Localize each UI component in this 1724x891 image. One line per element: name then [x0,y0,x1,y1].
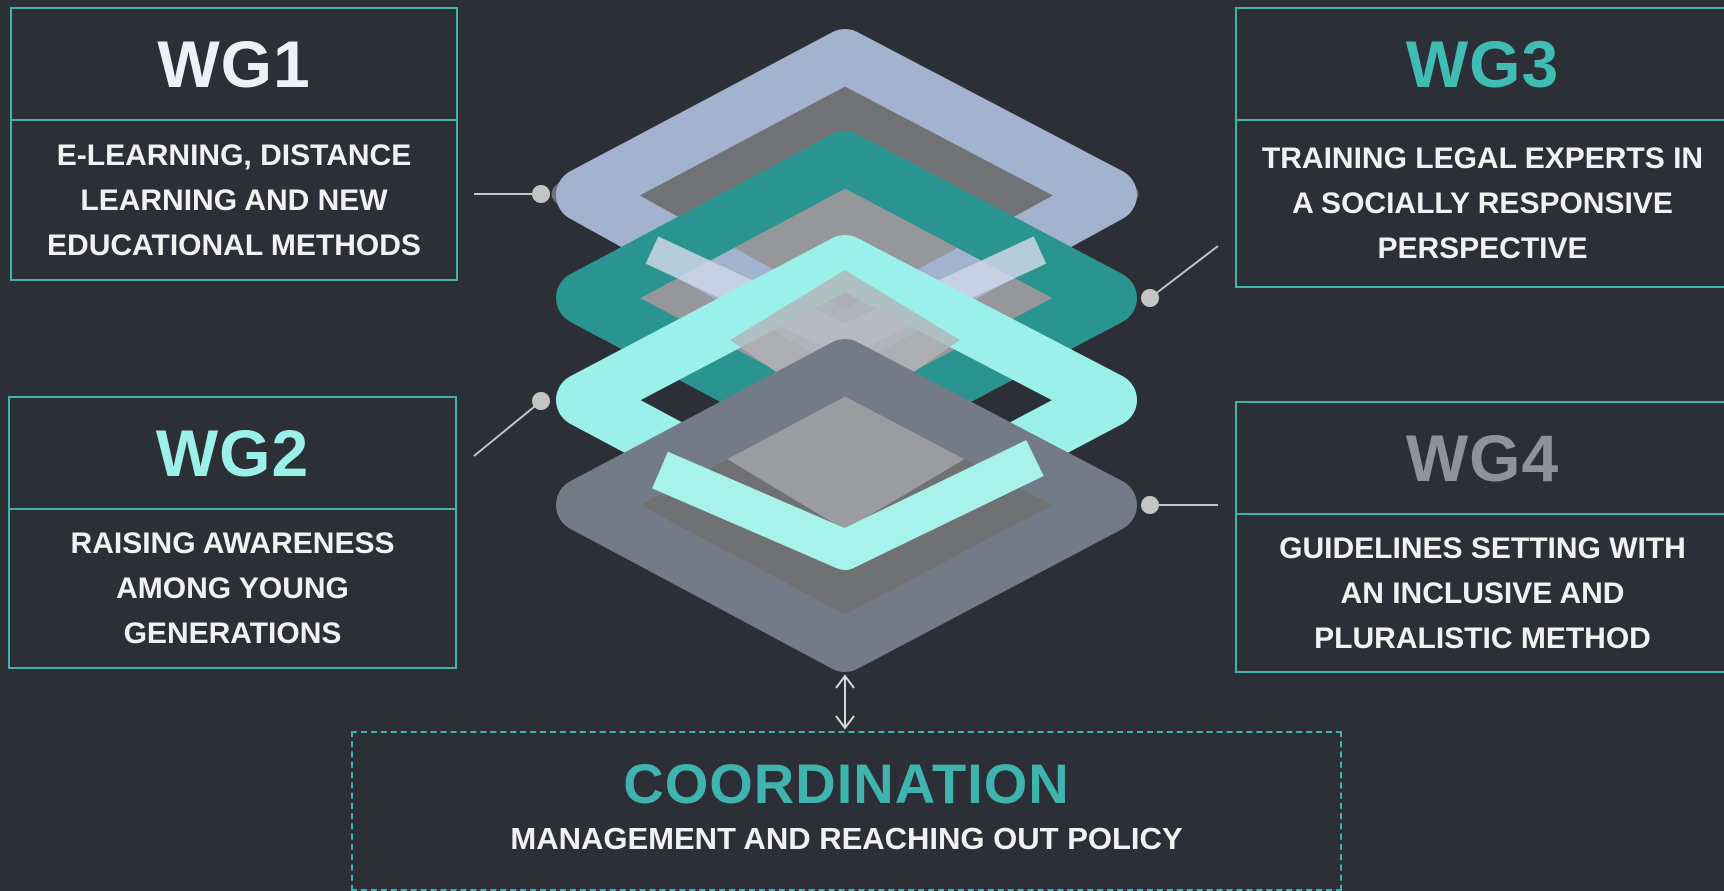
layer-wg2-overlap [652,439,1044,570]
wg3-title: WG3 [1235,7,1724,121]
wg2-description: RAISING AWARENESS AMONG YOUNG GENERATION… [8,510,457,669]
coordination-title: COORDINATION [623,752,1070,815]
wg2-title: WG2 [8,396,457,510]
inner-plane-4 [712,366,980,530]
wg2-box: WG2 RAISING AWARENESS AMONG YOUNG GENERA… [8,396,457,669]
coordination-subtitle: MANAGEMENT AND REACHING OUT POLICY [510,821,1183,856]
wg3-box: WG3 TRAINING LEGAL EXPERTS IN A SOCIALLY… [1235,7,1724,288]
wg1-title: WG1 [10,7,458,121]
wg1-box: WG1 E-LEARNING, DISTANCE LEARNING AND NE… [10,7,458,281]
double-arrow-icon [835,674,855,730]
connector-wg2 [473,392,550,457]
connector-wg3 [1141,245,1219,307]
connector-wg4 [1141,496,1218,514]
wg4-box: WG4 GUIDELINES SETTING WITH AN INCLUSIVE… [1235,401,1724,673]
wg4-title: WG4 [1235,401,1724,515]
connector-wg1 [474,185,550,203]
wg4-description: GUIDELINES SETTING WITH AN INCLUSIVE AND… [1235,515,1724,673]
wg3-description: TRAINING LEGAL EXPERTS IN A SOCIALLY RES… [1235,121,1724,288]
coordination-box: COORDINATION MANAGEMENT AND REACHING OUT… [351,731,1342,891]
wg1-description: E-LEARNING, DISTANCE LEARNING AND NEW ED… [10,121,458,281]
layered-diagram [473,29,1219,730]
